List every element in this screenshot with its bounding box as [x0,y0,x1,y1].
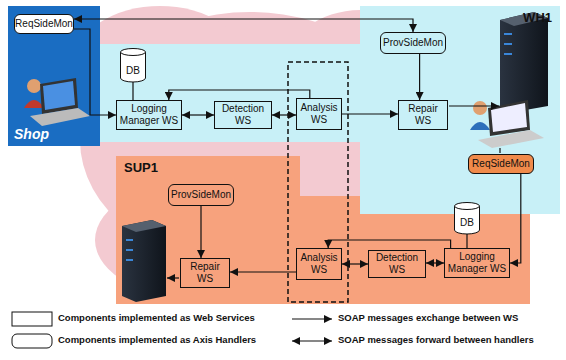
soap-connector [426,262,444,263]
component-label: ReqSideMon [472,158,530,170]
soap-connector [230,271,296,272]
component-label: DB [460,217,474,229]
component-label: Repair WS [183,261,227,285]
laptop-icon [470,100,544,148]
site-label: WH1 [523,10,552,25]
component-label: Repair WS [401,103,445,127]
site-label: Shop [14,126,49,142]
soap-connector [342,113,398,114]
component-label: DB [126,65,140,77]
web-service-box: Detection WS [368,250,426,278]
soap-connector [466,234,467,248]
server-icon [122,220,166,302]
dashed-group [288,62,348,302]
web-service-box: Repair WS [398,100,448,130]
component-label: Analysis WS [299,102,339,126]
soap-connector [182,114,214,115]
soap-connector [74,29,116,115]
component-label: Logging Manager WS [119,103,179,127]
handler-box: ReqSideMon [14,14,74,34]
legend-arrow-sample [292,318,332,319]
web-service-box: Detection WS [214,101,272,129]
web-service-box: Logging Manager WS [116,100,182,130]
legend-text: SOAP messages exchange between WS [338,312,518,323]
soap-connector [132,82,133,100]
soap-connector [74,19,413,32]
server-icon [500,12,548,112]
web-service-box: Repair WS [180,258,230,288]
handler-box: ProvSideMon [168,184,234,206]
legend-samples [12,312,332,348]
legend-text: Components implemented as Axis Handlers [58,334,256,345]
database-cylinder: DB [120,48,146,82]
component-label: Logging Manager WS [447,251,507,275]
soap-connector [169,90,310,100]
soap-connector [272,114,296,115]
legend-box-sample [12,312,52,326]
site-region: Shop ReqSideMon [8,6,100,146]
web-service-box: Analysis WS [296,98,342,130]
soap-connector [419,54,420,100]
web-service-box: Analysis WS [296,248,342,280]
component-label: ProvSideMon [171,189,231,201]
band [100,44,360,142]
legend-text: SOAP messages forward between handlers [338,334,534,345]
database-cylinder: DB [454,202,480,234]
soap-connector [510,174,521,263]
soap-connector [328,240,450,248]
legend-text: Components implemented as Web Services [58,312,255,323]
laptop-icon [24,78,90,126]
component-label: Analysis WS [299,252,339,276]
wire [167,106,500,278]
soap-connector [342,263,368,264]
handler-box: ProvSideMon [380,32,446,54]
soap-connector [200,206,201,258]
web-service-box: Logging Manager WS [444,248,510,278]
component-label: ReqSideMon [15,18,73,30]
component-label: Detection WS [217,103,269,127]
component-label: ProvSideMon [383,37,443,49]
handler-box: ReqSideMon [468,154,534,174]
legend-box-sample [12,334,52,348]
legend-arrow-sample [292,340,332,341]
component-label: Detection WS [371,252,423,276]
site-label: SUP1 [124,160,158,175]
